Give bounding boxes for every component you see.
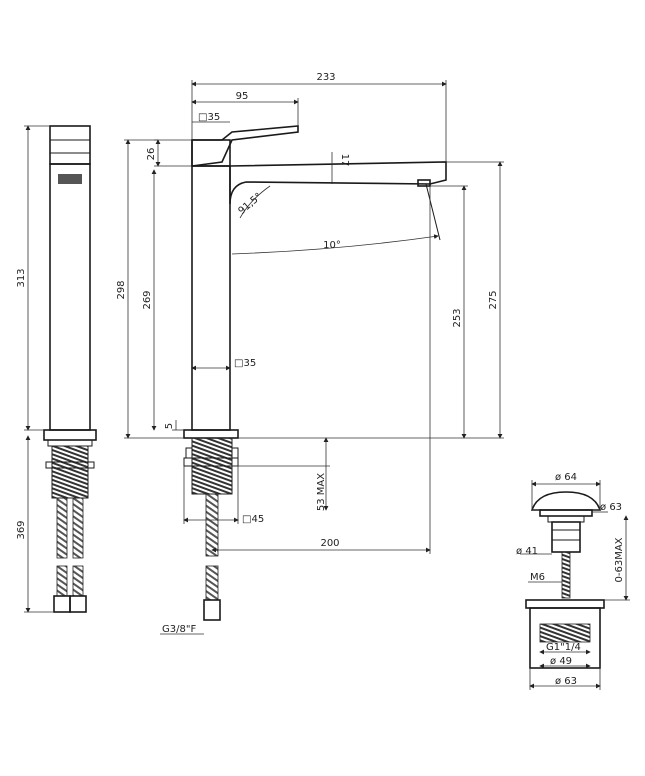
waste-thread-label: G1"1/4 (546, 642, 581, 653)
dim-298-label: 298 (116, 280, 127, 299)
lever-handle (191, 125, 299, 167)
dim-square-45-label: □45 (242, 514, 264, 525)
waste-body-diameter: ø 41 (516, 546, 538, 557)
front-body (191, 165, 231, 431)
waste-bottom-diameter: ø 63 (555, 676, 577, 687)
dim-square-35-top: □35 (198, 112, 220, 123)
front-fitting (203, 599, 221, 621)
side-hose-left (56, 497, 68, 559)
waste-rod-thread: M6 (530, 572, 545, 583)
dim-269-label: 269 (142, 290, 153, 309)
side-shank (51, 445, 89, 499)
front-base (183, 429, 239, 439)
waste-inner-diameter: ø 49 (550, 656, 572, 667)
spout (229, 161, 447, 205)
side-fitting-right (69, 595, 87, 613)
waste-flange-diameter: ø 63 (600, 502, 622, 513)
side-base (43, 429, 97, 441)
waste-flange (539, 509, 593, 517)
dim-253-label: 253 (452, 308, 463, 327)
hose-connection-label: G3/8"F (162, 624, 196, 635)
waste-range-max: 0-63MAX (614, 537, 625, 582)
waste-rod (561, 551, 571, 599)
dim-275-label: 275 (488, 290, 499, 309)
dim-313-label: 313 (16, 268, 27, 287)
waste-cap-diameter: ø 64 (555, 472, 577, 483)
dim-square-35-body: □35 (234, 358, 256, 369)
waste-body (551, 521, 581, 553)
side-fitting-left (53, 595, 71, 613)
side-view: 313 369 (16, 125, 97, 613)
dim-369-label: 369 (16, 520, 27, 539)
side-body (49, 163, 91, 431)
dim-233-label: 233 (316, 72, 335, 83)
angle-10-label: 10° (323, 240, 341, 251)
waste-cap (530, 491, 602, 511)
angle-91-5-label: 91,5° (236, 191, 264, 217)
front-view: 233 95 □35 26 298 269 17 91,5° 10° (116, 72, 504, 635)
waste-view: ø 64 ø 63 ø 41 M6 0-63MAX G1"1/4 ø 49 ø … (516, 472, 630, 690)
dim-95-label: 95 (236, 91, 249, 102)
dim-53max-label: 53 MAX (316, 473, 327, 511)
dim-5-label: 5 (164, 423, 175, 429)
waste-lower-flange (525, 599, 605, 609)
side-aerator (58, 174, 82, 184)
cartridge-head (191, 139, 231, 167)
front-hose (205, 493, 219, 557)
dim-200-label: 200 (320, 538, 339, 549)
dim-26-label: 26 (146, 148, 157, 161)
side-handle (49, 125, 91, 165)
dim-17-label: 17 (339, 154, 350, 167)
side-hose-right (72, 497, 84, 559)
